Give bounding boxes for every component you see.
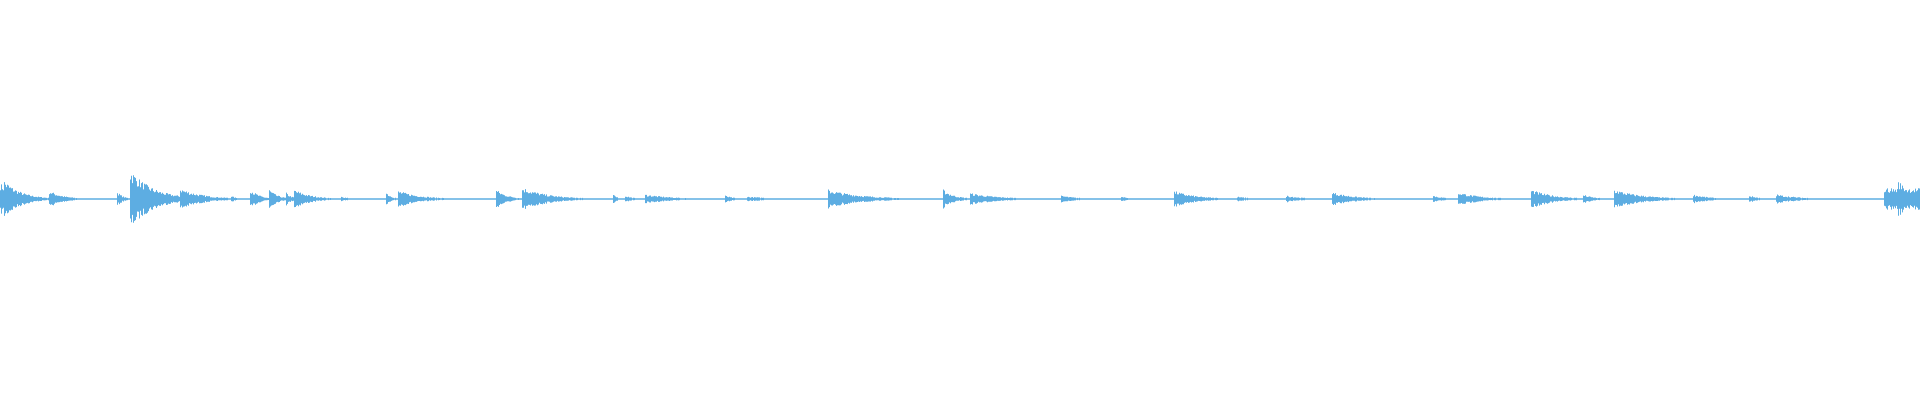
waveform bbox=[0, 175, 1920, 223]
